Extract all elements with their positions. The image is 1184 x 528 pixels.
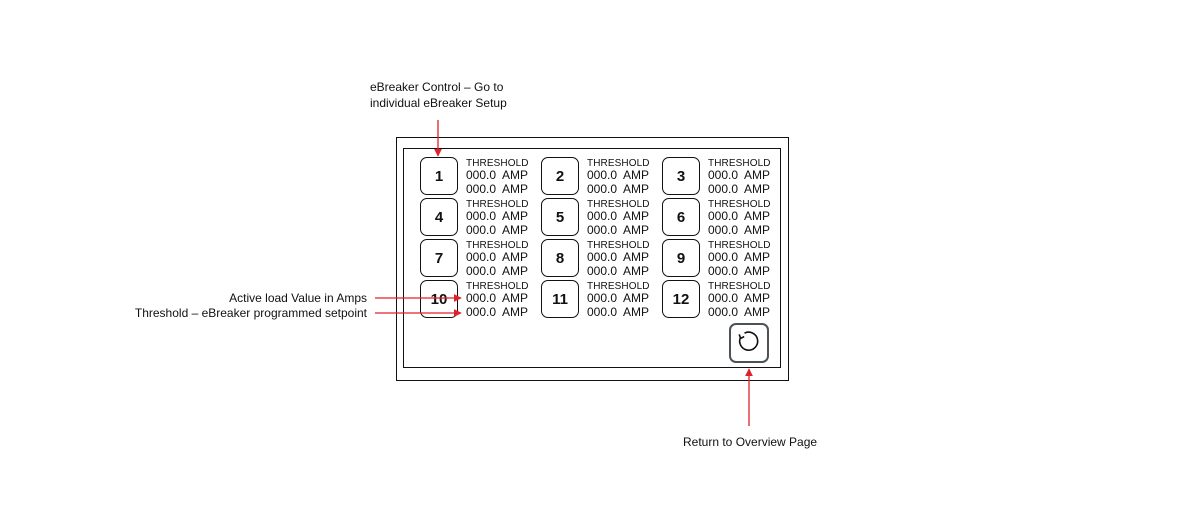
annotation-breaker-control: eBreaker Control – Go to individual eBre… xyxy=(370,79,507,111)
active-load-value: 000.0 AMP xyxy=(466,168,529,182)
threshold-label: THRESHOLD xyxy=(587,158,650,169)
breaker-number: 10 xyxy=(430,290,448,308)
active-load-value: 000.0 AMP xyxy=(466,291,529,305)
annotation-breaker-control-line2: individual eBreaker Setup xyxy=(370,96,507,110)
breaker-number: 9 xyxy=(676,249,686,267)
breaker-button[interactable]: 4 xyxy=(420,198,458,236)
threshold-label: THRESHOLD xyxy=(708,281,771,292)
threshold-value: 000.0 AMP xyxy=(466,181,529,196)
breaker-button[interactable]: 3 xyxy=(662,157,700,195)
breaker-button[interactable]: 9 xyxy=(662,239,700,277)
return-overview-button[interactable] xyxy=(729,323,769,363)
threshold-label: THRESHOLD xyxy=(708,240,771,251)
active-load-value: 000.0 AMP xyxy=(587,209,650,223)
threshold-label: THRESHOLD xyxy=(708,199,771,210)
threshold-label: THRESHOLD xyxy=(466,199,529,210)
threshold-label: THRESHOLD xyxy=(587,240,650,251)
threshold-label: THRESHOLD xyxy=(466,240,529,251)
active-load-value: 000.0 AMP xyxy=(587,250,650,264)
threshold-value: 000.0 AMP xyxy=(466,222,529,237)
threshold-value: 000.0 AMP xyxy=(708,222,771,237)
threshold-value: 000.0 AMP xyxy=(587,181,650,196)
breaker-button[interactable]: 6 xyxy=(662,198,700,236)
breaker-number: 1 xyxy=(434,167,444,185)
threshold-label: THRESHOLD xyxy=(466,281,529,292)
breaker-button[interactable]: 2 xyxy=(541,157,579,195)
active-load-value: 000.0 AMP xyxy=(708,168,771,182)
annotation-return: Return to Overview Page xyxy=(683,435,818,449)
breaker-number: 5 xyxy=(555,208,565,226)
breaker-number: 3 xyxy=(676,167,686,185)
breaker-number: 8 xyxy=(555,249,565,267)
active-load-value: 000.0 AMP xyxy=(708,291,771,305)
breaker-button[interactable]: 12 xyxy=(662,280,700,318)
threshold-value: 000.0 AMP xyxy=(587,263,650,278)
annotation-active-load: Active load Value in Amps xyxy=(229,291,367,305)
breaker-number: 6 xyxy=(676,208,686,226)
threshold-label: THRESHOLD xyxy=(587,281,650,292)
threshold-value: 000.0 AMP xyxy=(708,304,771,319)
breaker-button[interactable]: 8 xyxy=(541,239,579,277)
threshold-value: 000.0 AMP xyxy=(466,304,529,319)
refresh-icon xyxy=(736,328,762,359)
breaker-number: 11 xyxy=(552,290,568,308)
annotation-breaker-control-line1: eBreaker Control – Go to xyxy=(370,80,504,94)
breaker-number: 12 xyxy=(672,290,690,308)
threshold-value: 000.0 AMP xyxy=(708,263,771,278)
active-load-value: 000.0 AMP xyxy=(708,209,771,223)
breaker-number: 7 xyxy=(434,249,444,267)
active-load-value: 000.0 AMP xyxy=(466,250,529,264)
threshold-value: 000.0 AMP xyxy=(587,304,650,319)
breaker-button[interactable]: 7 xyxy=(420,239,458,277)
threshold-value: 000.0 AMP xyxy=(708,181,771,196)
threshold-label: THRESHOLD xyxy=(466,158,529,169)
threshold-value: 000.0 AMP xyxy=(587,222,650,237)
breaker-button[interactable]: 11 xyxy=(541,280,579,318)
annotation-threshold: Threshold – eBreaker programmed setpoint xyxy=(134,306,367,320)
active-load-value: 000.0 AMP xyxy=(587,168,650,182)
active-load-value: 000.0 AMP xyxy=(708,250,771,264)
breaker-number: 4 xyxy=(434,208,444,226)
active-load-value: 000.0 AMP xyxy=(466,209,529,223)
threshold-label: THRESHOLD xyxy=(708,158,771,169)
breaker-button[interactable]: 1 xyxy=(420,157,458,195)
active-load-value: 000.0 AMP xyxy=(587,291,650,305)
breaker-button[interactable]: 10 xyxy=(420,280,458,318)
threshold-value: 000.0 AMP xyxy=(466,263,529,278)
breaker-number: 2 xyxy=(555,167,565,185)
threshold-label: THRESHOLD xyxy=(587,199,650,210)
device-screen xyxy=(403,148,781,368)
breaker-button[interactable]: 5 xyxy=(541,198,579,236)
